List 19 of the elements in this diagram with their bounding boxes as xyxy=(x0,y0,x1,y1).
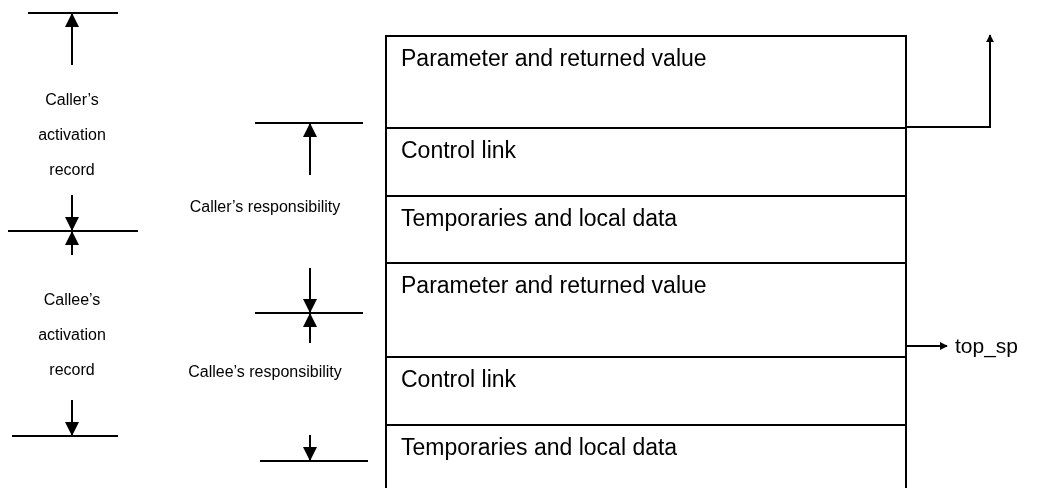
stack-cell xyxy=(385,195,907,264)
pointer-label: top_sp xyxy=(955,334,1019,358)
cell-text: Temporaries and local data xyxy=(401,433,679,462)
stack-cell xyxy=(385,262,907,358)
cell-text: Parameter and returned value xyxy=(401,44,708,73)
dimension-label: Callee’s responsibility xyxy=(187,362,343,382)
cell-text: Parameter and returned value xyxy=(401,271,708,300)
cell-text: Control link xyxy=(401,365,518,394)
stack-cell xyxy=(385,127,907,197)
dimension-label: Caller’s activation record xyxy=(37,90,107,180)
cell-text: Temporaries and local data xyxy=(401,204,679,233)
arrow xyxy=(906,34,994,128)
stack-cell xyxy=(385,35,907,129)
cell-text: Control link xyxy=(401,136,518,165)
dimension-label: Callee’s activation record xyxy=(37,290,107,380)
arrow xyxy=(906,342,948,350)
stack-cell xyxy=(385,356,907,426)
stack-cell xyxy=(385,424,907,488)
dimension-label: Caller’s responsibility xyxy=(188,197,342,217)
